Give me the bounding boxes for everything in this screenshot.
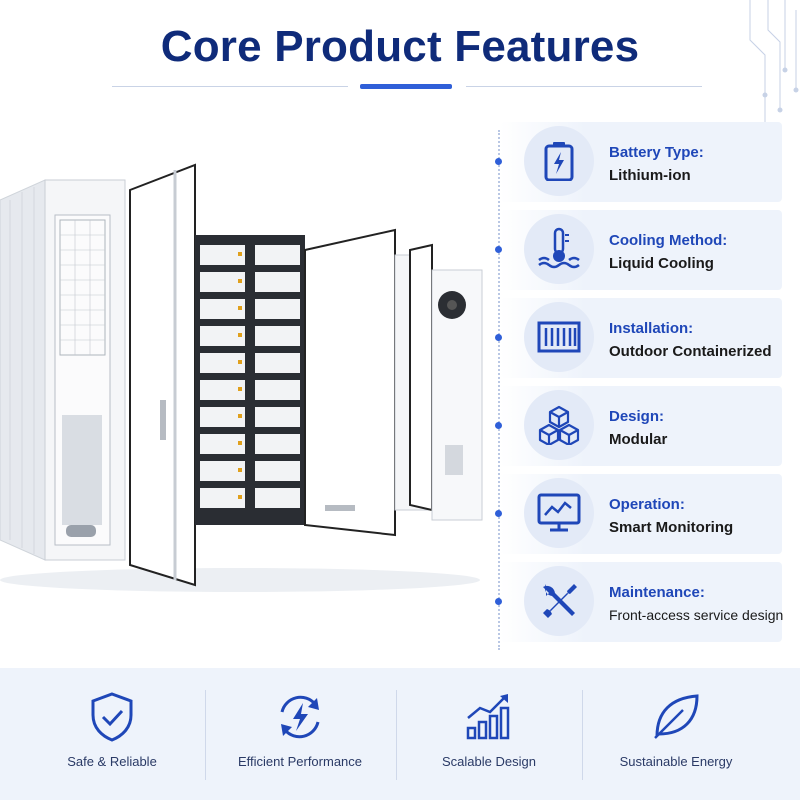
timeline-dot xyxy=(495,246,502,253)
benefit-divider xyxy=(396,690,397,780)
benefit-sustainable-energy: Sustainable Energy xyxy=(576,668,776,800)
battery-icon xyxy=(524,126,594,196)
leaf-icon xyxy=(654,694,699,739)
feature-design: Design: Modular xyxy=(495,386,782,466)
lightning-cycle-icon xyxy=(280,695,320,739)
benefit-label: Safe & Reliable xyxy=(67,754,157,769)
container-icon xyxy=(524,302,594,372)
thermometer-icon xyxy=(524,214,594,284)
feature-battery-type: Battery Type: Lithium-ion xyxy=(495,122,782,202)
circuit-decoration xyxy=(749,0,799,130)
feature-timeline xyxy=(498,130,500,650)
feature-label: Cooling Method: xyxy=(609,232,728,249)
tools-icon xyxy=(524,566,594,636)
feature-label: Installation: xyxy=(609,320,694,337)
title-accent-bar xyxy=(360,84,452,89)
feature-maintenance: Maintenance: Front-access service design xyxy=(495,562,784,642)
feature-value: Lithium-ion xyxy=(609,167,691,184)
timeline-dot xyxy=(495,422,502,429)
feature-value: Liquid Cooling xyxy=(609,255,714,272)
feature-value: Modular xyxy=(609,431,668,448)
page-title: Core Product Features xyxy=(160,22,640,71)
timeline-dot xyxy=(495,510,502,517)
benefit-label: Efficient Performance xyxy=(237,754,363,769)
benefit-divider xyxy=(205,690,206,780)
benefits-bar: Safe & Reliable Efficient Performance xyxy=(0,668,800,800)
shield-check-icon xyxy=(91,692,133,742)
benefit-scalable-design: Scalable Design xyxy=(389,668,589,800)
benefit-label: Sustainable Energy xyxy=(619,754,733,769)
growth-chart-icon xyxy=(466,694,510,740)
title-divider-left xyxy=(112,86,348,87)
feature-label: Maintenance: xyxy=(609,584,705,601)
benefit-label: Scalable Design xyxy=(442,754,536,769)
feature-operation: Operation: Smart Monitoring xyxy=(495,474,782,554)
feature-cooling-method: Cooling Method: Liquid Cooling xyxy=(495,210,782,290)
timeline-dot xyxy=(495,158,502,165)
feature-label: Battery Type: xyxy=(609,144,704,161)
timeline-dot xyxy=(495,334,502,341)
cubes-icon xyxy=(524,390,594,460)
feature-value: Smart Monitoring xyxy=(609,519,734,536)
timeline-dot xyxy=(495,598,502,605)
feature-installation: Installation: Outdoor Containerized xyxy=(495,298,782,378)
feature-value: Front-access service design xyxy=(609,607,784,623)
title-divider-right xyxy=(466,86,702,87)
benefit-divider xyxy=(582,690,583,780)
feature-label: Operation: xyxy=(609,496,685,513)
benefit-safe-reliable: Safe & Reliable xyxy=(12,668,212,800)
feature-label: Design: xyxy=(609,408,665,425)
benefit-efficient-performance: Efficient Performance xyxy=(200,668,400,800)
monitor-chart-icon xyxy=(524,478,594,548)
feature-value: Outdoor Containerized xyxy=(609,343,772,360)
battery-container-image xyxy=(0,163,483,592)
